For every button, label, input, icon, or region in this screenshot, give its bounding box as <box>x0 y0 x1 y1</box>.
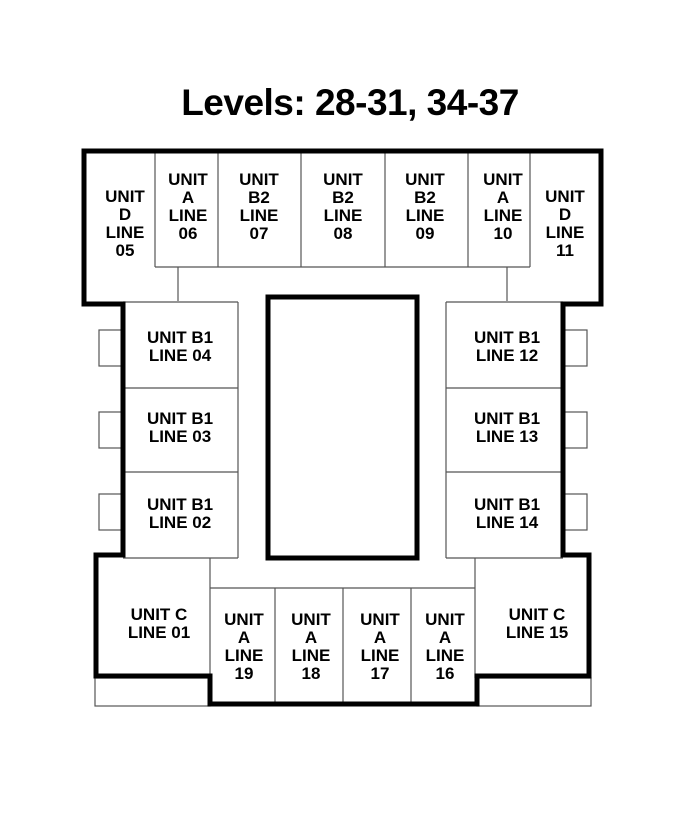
unit-label-line: UNIT <box>291 610 331 629</box>
unit-label-line: 10 <box>494 224 513 243</box>
unit-label-line: LINE <box>169 206 208 225</box>
unit-label-line: LINE 13 <box>476 427 538 446</box>
unit-label-line: UNIT <box>405 170 445 189</box>
unit-label-line: UNIT B1 <box>474 495 540 514</box>
unit-label-line: LINE 15 <box>506 623 568 642</box>
balcony-tab <box>98 493 124 531</box>
balcony-tab <box>98 411 124 449</box>
unit-label-line: LINE 12 <box>476 346 538 365</box>
unit-label-line: UNIT <box>360 610 400 629</box>
right-column-partitions <box>445 301 563 559</box>
unit-label-line: UNIT B1 <box>147 328 213 347</box>
unit-label-line: UNIT C <box>131 605 188 624</box>
unit-label-line: 07 <box>250 224 269 243</box>
unit-label-line: 05 <box>116 241 135 260</box>
unit-label-line: B2 <box>414 188 436 207</box>
unit-label-line: UNIT <box>239 170 279 189</box>
unit-label-line: D <box>559 205 571 224</box>
unit-label-line: B2 <box>332 188 354 207</box>
unit-label-line: 19 <box>235 664 254 683</box>
unit-label-line: UNIT B1 <box>147 495 213 514</box>
unit-label-line: 06 <box>179 224 198 243</box>
unit-label-line: LINE <box>324 206 363 225</box>
balcony-tab <box>98 329 124 367</box>
balcony-strip-right <box>476 677 592 707</box>
unit-label-line: D <box>119 205 131 224</box>
unit-label-line: LINE <box>406 206 445 225</box>
unit-label-line: 11 <box>556 241 574 260</box>
unit-label-line: UNIT <box>425 610 465 629</box>
unit-label-line: LINE <box>546 223 585 242</box>
unit-label-line: LINE 02 <box>149 513 211 532</box>
unit-label-line: UNIT B1 <box>474 409 540 428</box>
unit-label-line: LINE 04 <box>149 346 212 365</box>
unit-label-line: LINE 01 <box>128 623 190 642</box>
unit-label-line: A <box>182 188 194 207</box>
top-partitions <box>154 153 531 301</box>
balcony-tab <box>562 493 588 531</box>
unit-label-line: 17 <box>371 664 390 683</box>
unit-label-line: A <box>439 628 451 647</box>
unit-label-line: LINE 03 <box>149 427 211 446</box>
page-title: Levels: 28-31, 34-37 <box>181 82 519 123</box>
unit-label-line: LINE 14 <box>476 513 539 532</box>
unit-label-line: UNIT <box>483 170 523 189</box>
balcony-tab <box>562 329 588 367</box>
unit-label-line: UNIT <box>545 187 585 206</box>
unit-label-line: UNIT <box>105 187 145 206</box>
unit-label-line: 08 <box>334 224 353 243</box>
unit-label-line: A <box>305 628 317 647</box>
unit-label-line: B2 <box>248 188 270 207</box>
unit-label-line: UNIT <box>224 610 264 629</box>
outer-wall <box>81 148 604 707</box>
unit-label-line: LINE <box>426 646 465 665</box>
unit-label-line: UNIT B1 <box>474 328 540 347</box>
unit-label-line: 09 <box>416 224 435 243</box>
unit-label-line: UNIT C <box>509 605 566 624</box>
unit-label-line: LINE <box>361 646 400 665</box>
balcony-tab <box>562 411 588 449</box>
unit-label-line: UNIT <box>168 170 208 189</box>
unit-label-line: LINE <box>292 646 331 665</box>
unit-label-line: UNIT <box>323 170 363 189</box>
bottom-partitions <box>209 558 476 702</box>
balcony-strip-left <box>94 677 211 707</box>
unit-label-line: A <box>238 628 250 647</box>
unit-label-line: LINE <box>240 206 279 225</box>
central-core <box>265 294 420 561</box>
unit-label-line: A <box>497 188 509 207</box>
unit-label-line: 16 <box>436 664 455 683</box>
left-column-partitions <box>123 301 239 559</box>
unit-label-line: UNIT B1 <box>147 409 213 428</box>
unit-label-line: A <box>374 628 386 647</box>
unit-label-line: 18 <box>302 664 321 683</box>
unit-label-line: LINE <box>225 646 264 665</box>
unit-label-line: LINE <box>484 206 523 225</box>
unit-label-line: LINE <box>106 223 145 242</box>
